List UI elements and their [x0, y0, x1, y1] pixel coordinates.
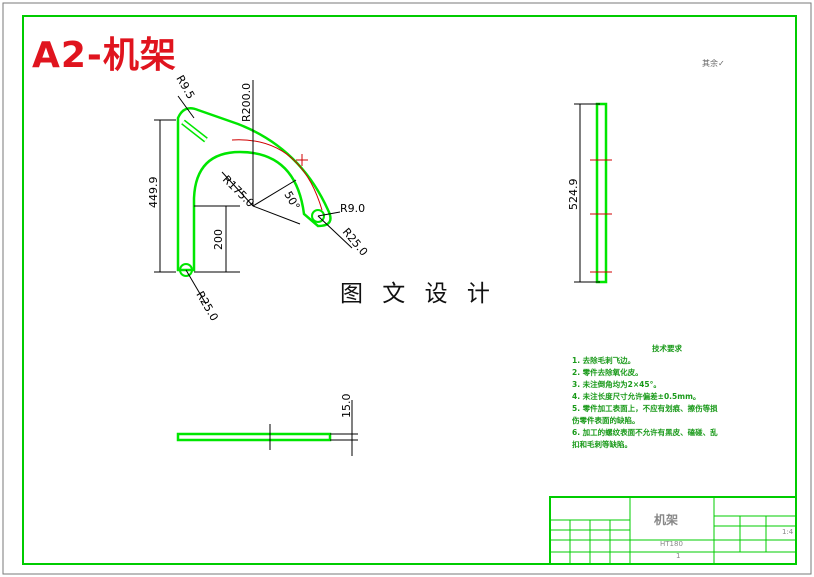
dim-h449: 449.9	[147, 177, 160, 209]
note-item: 5. 零件加工表面上，不应有划痕、擦伤等损伤零件表面的缺陷。	[572, 404, 718, 425]
notes-heading: 技术要求	[652, 344, 682, 353]
part-front-view	[176, 107, 332, 277]
sheet-title: A2-机架	[32, 35, 177, 76]
title-block-material: HT180	[660, 540, 683, 548]
watermark-text: 图 文 设 计	[340, 281, 496, 307]
center-arc	[231, 139, 323, 211]
note-item: 4. 未注长度尺寸允许偏差±0.5mm。	[572, 392, 701, 401]
dim-len524: 524.9	[567, 179, 580, 211]
title-block-scale: 1:4	[782, 528, 794, 536]
part-top-view	[176, 400, 358, 456]
dimension-lines	[154, 80, 353, 305]
title-block-part-name: 机架	[654, 512, 678, 527]
center-mark	[296, 154, 308, 166]
part-side-view	[574, 102, 612, 284]
note-item: 2. 零件去除氧化皮。	[572, 368, 643, 377]
dim-h200: 200	[212, 229, 225, 250]
inner-frame	[22, 15, 797, 565]
title-block-count: 1	[676, 552, 680, 560]
note-item: 6. 加工的螺纹表面不允许有黑皮、磕碰、乱扣和毛刺等缺陷。	[572, 428, 718, 449]
technical-notes: 技术要求 1. 去除毛刺飞边。 2. 零件去除氧化皮。 3. 未注倒角均为2×4…	[572, 343, 722, 451]
dim-r9-5: R9.5	[173, 73, 197, 101]
dim-r25-right: R25.0	[340, 226, 371, 259]
note-item: 1. 去除毛刺飞边。	[572, 356, 636, 365]
dim-r25-bottom: R25.0	[193, 289, 220, 323]
dim-t15: 15.0	[340, 394, 353, 419]
surface-finish-note: 其余✓	[702, 59, 725, 68]
dim-r200: R200.0	[240, 83, 253, 122]
note-item: 3. 未注倒角均为2×45°。	[572, 380, 661, 389]
dim-r9: R9.0	[340, 202, 365, 215]
title-block	[549, 496, 797, 565]
dim-r175: R175.0	[220, 173, 257, 210]
